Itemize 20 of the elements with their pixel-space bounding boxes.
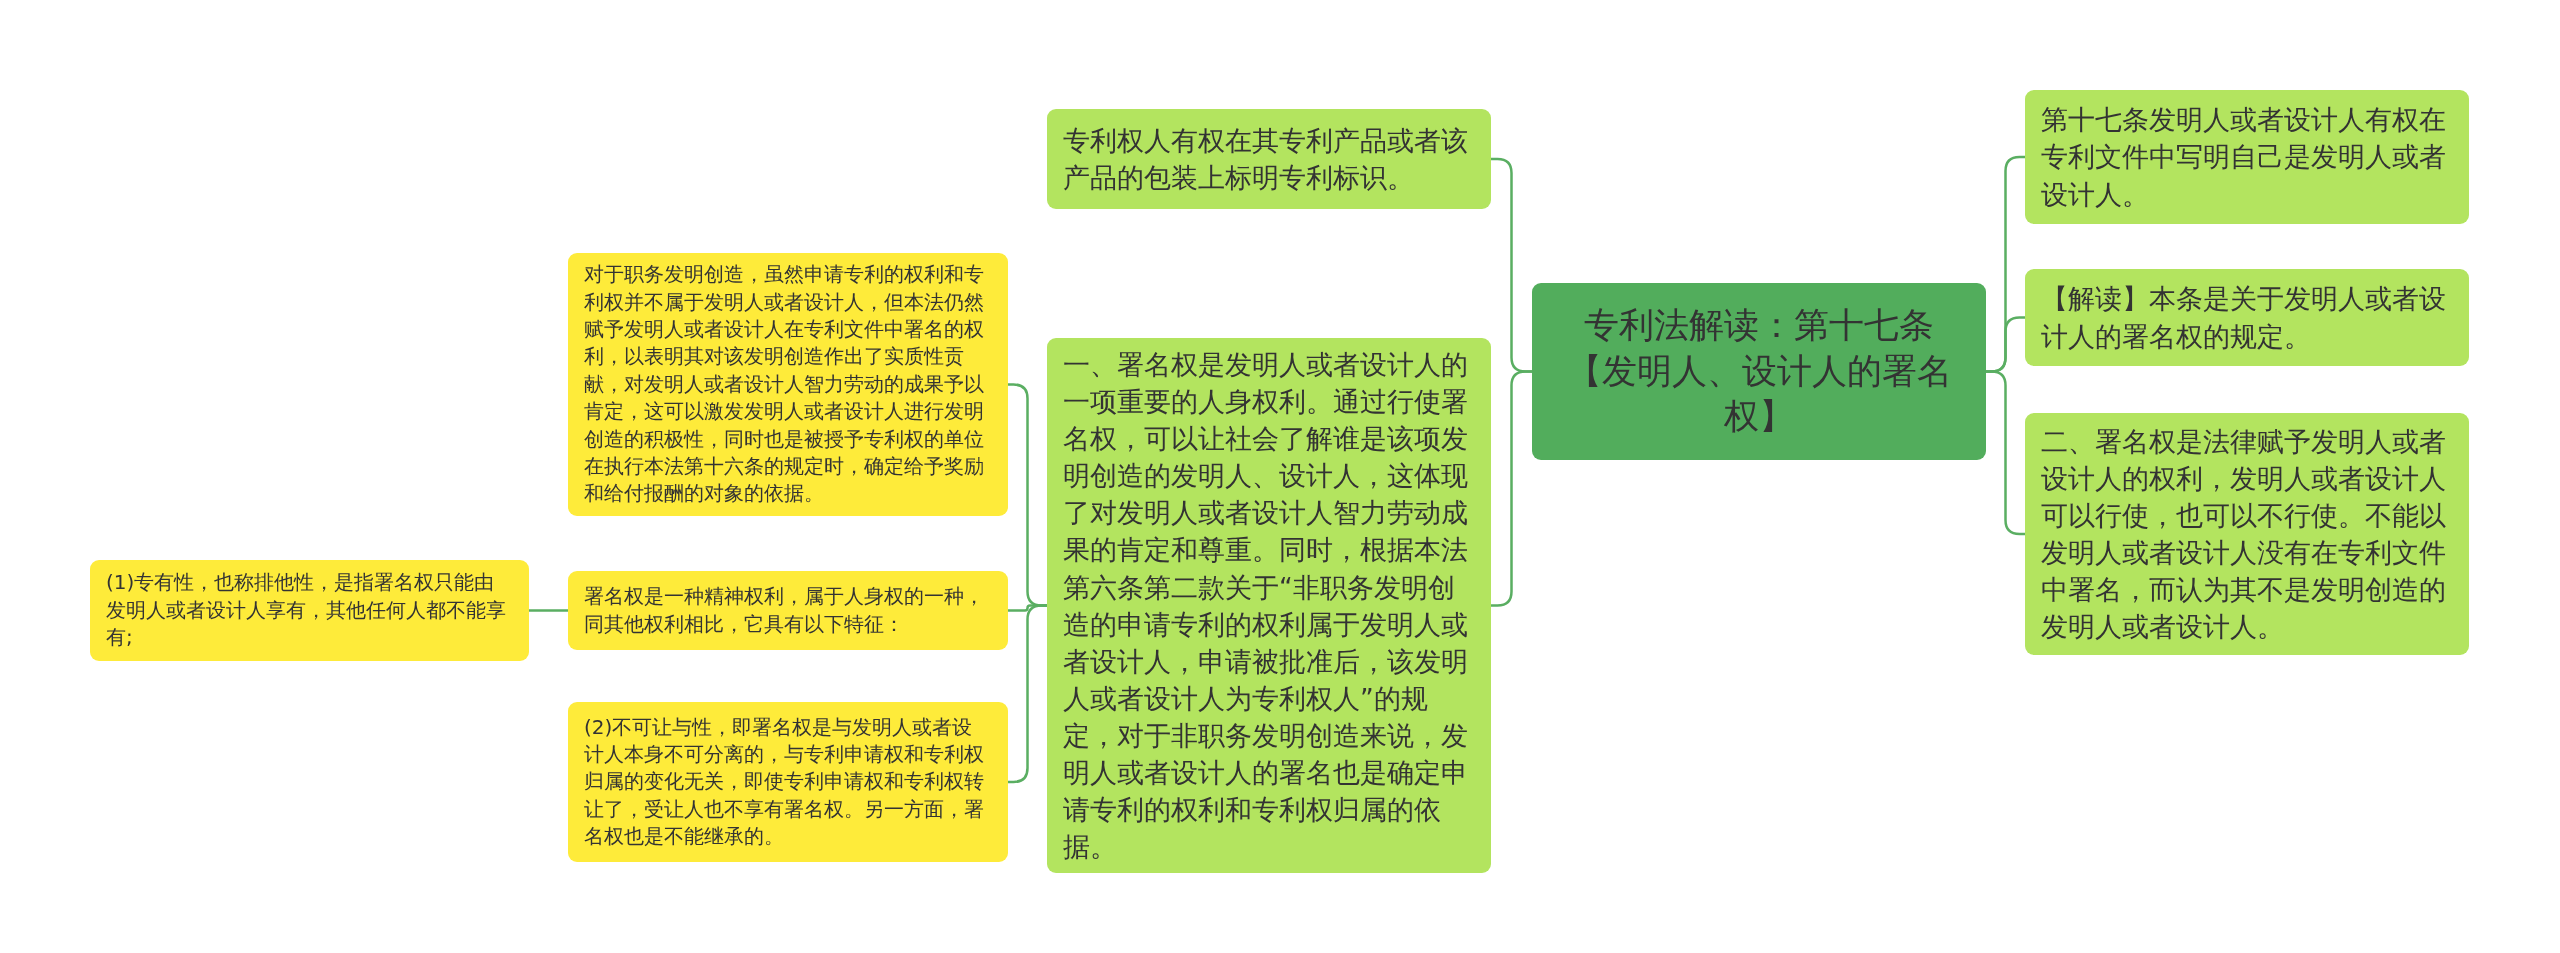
note-box [2025,413,2469,655]
note-box [90,560,529,661]
note-text: 二、署名权是法律赋予发明人或者设计人的权利，发明人或者设计人可以行使，也可以不行使。不能以发明人或者设计人没有在专利文件中署名，而认为其不是发明创造的发明人或者设计人。 [2041,424,2447,645]
note-text: 第十七条发明人或者设计人有权在专利文件中写明自己是发明人或者设计人。 [2041,103,2447,212]
note-text: 专利权人有权在其专利产品或者该产品的包装上标明专利标识。 [1063,123,1469,195]
note-box [568,571,1008,650]
note-text: 对于职务发明创造，虽然申请专利的权利和专利权并不属于发明人或者设计人，但本法仍然赋予发明人或者设计人在专利文件中署名的权利，以表明其对该发明创造作出了实质性贡献，对发明人或者设计人智力劳动的成果予以肯定，这可以激发发明人或者设计人进行发明创造的积极性，同时也是被授予专利权的单位在执行本法第十六条的规定时，确定给予奖励和给付报酬的对象的依据。 [584,261,985,508]
topic-box [1532,283,1986,460]
note-box [1047,109,1491,209]
note-text: 署名权是一种精神权利，属于人身权的一种，同其他权利相比，它具有以下特征： [584,583,985,638]
note-box [568,702,1008,862]
note-box [2025,90,2469,224]
connector-line [529,609,568,612]
note-text: 【解读】本条是关于发明人或者设计人的署名权的规定。 [2041,282,2447,354]
note-box [2025,269,2469,366]
note-text: (1)专有性，也称排他性，是指署名权只能由发明人或者设计人享有，其他任何人都不能享有; [106,569,507,652]
note-text: (2)不可让与性，即署名权是与发明人或者设计人本身不可分离的，与专利申请权和专利权归属的变化无关，即使专利申请权和专利权转让了，受让人也不享有署名权。另一方面，署名权也是不能继承的。 [584,713,985,851]
connector-line [1491,370,1532,607]
topic-text: 专利法解读：第十七条【发明人、设计人的署名权】 [1565,304,1953,439]
note-text: 一、署名权是发明人或者设计人的一项重要的人身权利。通过行使署名权，可以让社会了解谁是该项发明创造的发明人、设计人，这体现了对发明人或者设计人智力劳动成果的肯定和尊重。同时，根据本法第六条第二款关于“非职务发明创造的申请专利的权利属于发明人或者设计人，申请被批准后，该发明人或者设计人为专利权人”的规定，对于非职务发明创造来说，发明人或者设计人的署名也是确定申请专利的权利和专利权归属的依据。 [1063,348,1469,865]
